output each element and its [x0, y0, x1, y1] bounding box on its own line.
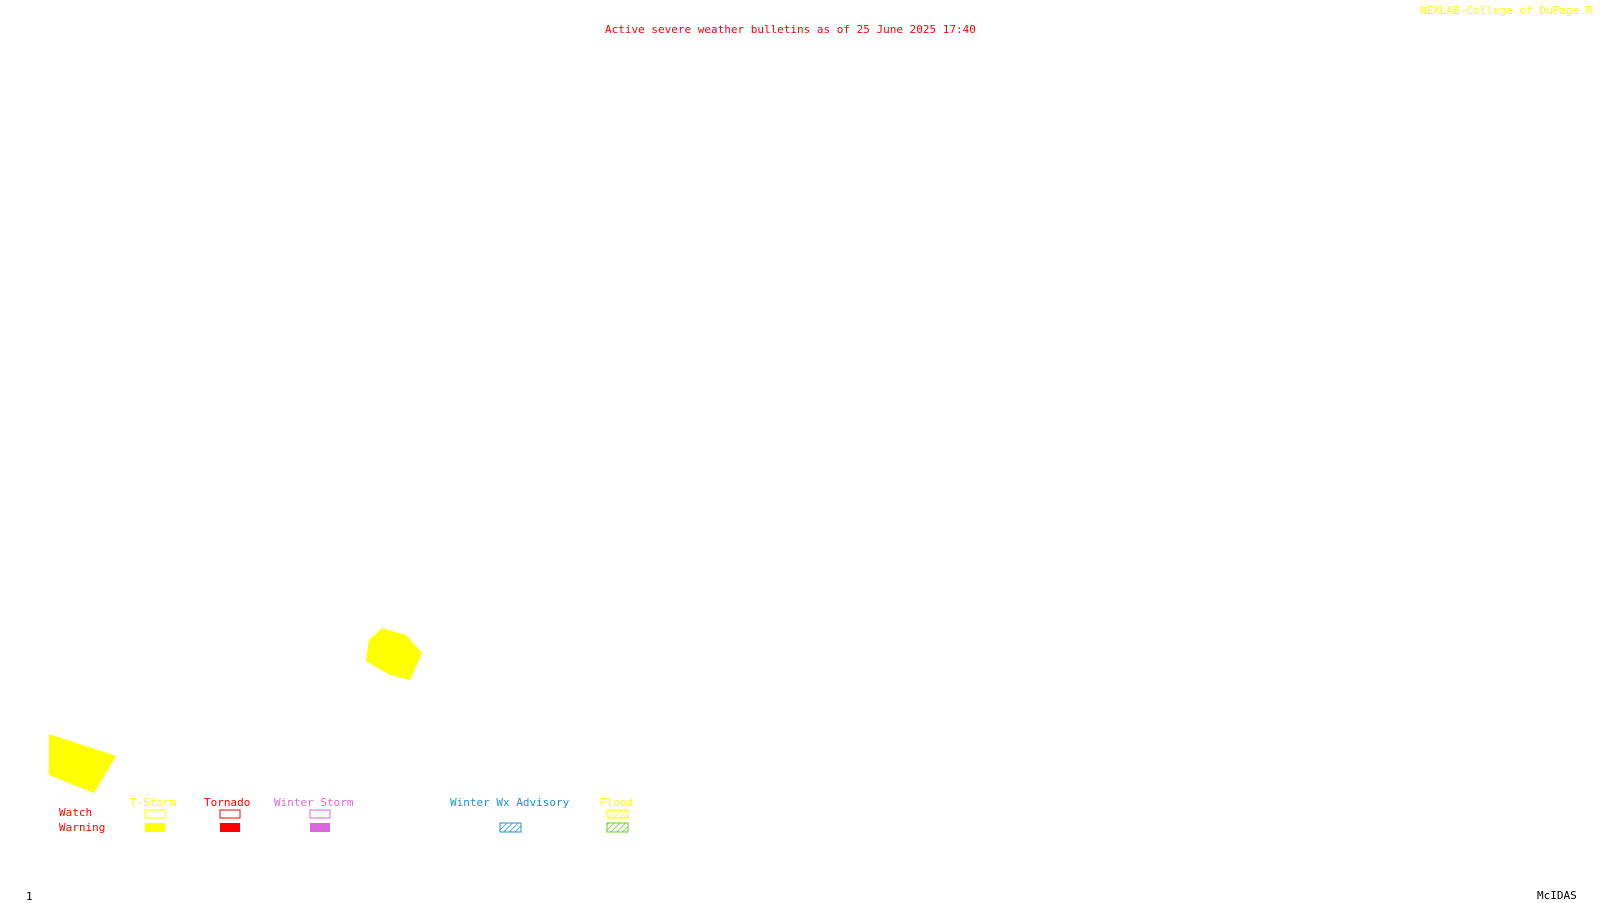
frame-number: 1: [26, 890, 33, 903]
bulletin-title: Active severe weather bulletins as of 25…: [605, 23, 976, 36]
legend-warning-row-label: Warning: [59, 821, 106, 834]
legend-tstorm-label: T-Storm: [130, 796, 177, 809]
legend-tornado-label: Tornado: [204, 796, 251, 809]
tornado-watch-swatch: [219, 809, 241, 819]
winter-storm-watch-swatch: [309, 809, 331, 819]
tstorm-warning-swatch: [145, 823, 165, 832]
legend-winter-storm-label: Winter Storm: [274, 796, 354, 809]
legend-winter-advisory-label: Winter Wx Advisory: [450, 796, 570, 809]
tstorm-warning-polygon: [366, 628, 422, 680]
tstorm-watch-swatch: [144, 809, 166, 819]
tornado-warning-swatch: [220, 823, 240, 832]
legend-flood-label: Flood: [600, 796, 634, 809]
winter-advisory-swatch: [499, 822, 522, 833]
flood-warning-swatch: [606, 822, 629, 833]
flood-watch-swatch: [606, 809, 629, 819]
tstorm-warning-polygon: [49, 734, 116, 793]
winter-storm-warning-swatch: [310, 823, 330, 832]
credit-label: NEXLAB-College of DuPage R: [1420, 4, 1593, 17]
legend-watch-row-label: Watch: [59, 806, 93, 819]
software-label: McIDAS: [1537, 889, 1577, 902]
